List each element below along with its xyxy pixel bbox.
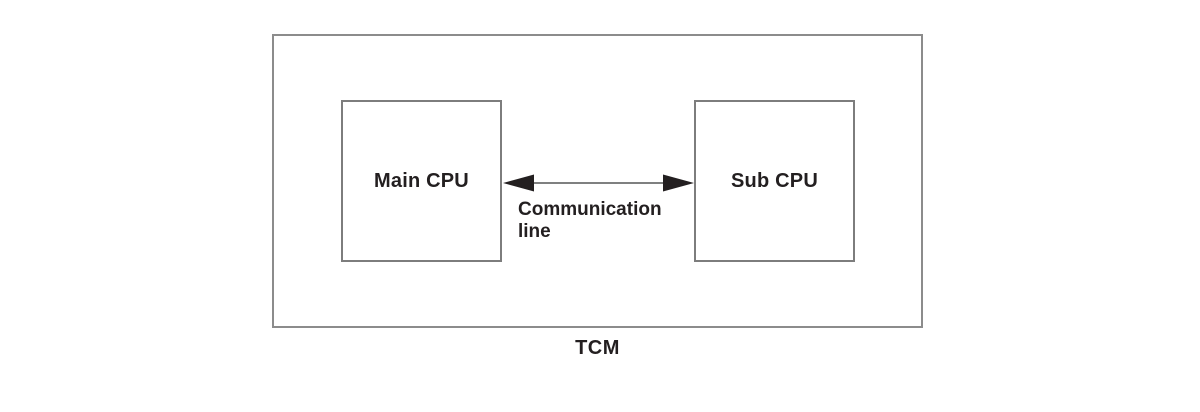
node-sub-cpu: Sub CPU (694, 100, 855, 262)
connection-label: Communication line (518, 199, 662, 242)
bidirectional-arrow-icon (503, 174, 694, 192)
node-main-cpu: Main CPU (341, 100, 502, 262)
node-main-cpu-label: Main CPU (374, 169, 469, 192)
tcm-label: TCM (575, 337, 620, 359)
node-sub-cpu-label: Sub CPU (731, 169, 818, 192)
